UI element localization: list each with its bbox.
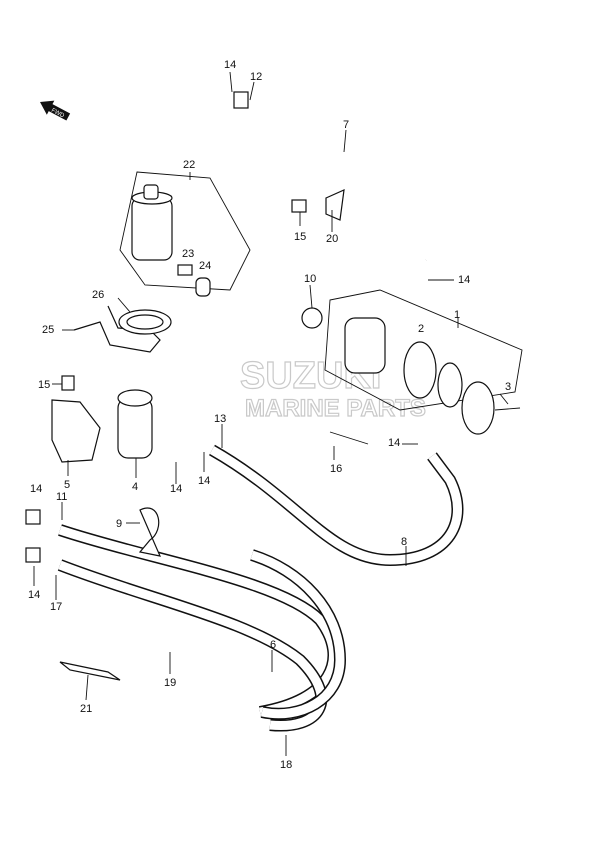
callout-16: 16 [330,463,342,475]
hose-7 [233,91,453,263]
callout-14: 14 [458,274,470,286]
callout-2: 2 [418,323,424,335]
callout-13: 13 [214,413,226,425]
callout-10: 10 [304,273,316,285]
watermark: SUZUKI MARINE PARTS [239,354,426,422]
callout-14: 14 [388,437,400,449]
leader-lines [33,71,509,756]
callout-14: 14 [224,59,236,71]
diaphragm-2 [403,341,437,399]
callout-17: 17 [50,601,62,613]
part-23 [177,264,193,276]
callout-14: 14 [28,589,40,601]
callout-14: 14 [30,483,42,495]
screw-3 [494,407,521,411]
hoses-lower [25,509,347,732]
callout-4: 4 [132,481,138,493]
filter-assembly-22 [119,171,251,297]
strap-21 [59,661,121,681]
clip-14-left-b [25,547,41,563]
callout-19: 19 [164,677,176,689]
callout-21: 21 [80,703,92,715]
callout-8: 8 [401,536,407,548]
clip-14-left-a [25,509,41,525]
fuel-filter-4 [51,375,153,463]
callout-23: 23 [182,248,194,260]
watermark-subtitle: MARINE PARTS [245,395,426,422]
callout-26: 26 [92,289,104,301]
part-24 [195,277,211,297]
hose-8 [209,444,464,567]
callout-18: 18 [280,759,292,771]
callout-24: 24 [199,260,211,272]
callout-22: 22 [183,159,195,171]
callout-20: 20 [326,233,338,245]
callout-14: 14 [170,483,182,495]
callout-11: 11 [56,491,67,503]
callout-labels: 14 12 7 22 15 20 10 14 23 24 26 1 25 2 1… [28,59,511,771]
screw-16 [329,431,369,445]
clip-9 [138,507,162,557]
callout-15: 15 [38,379,50,391]
clamp-20 [291,189,345,221]
callout-12: 12 [250,71,262,83]
callout-1: 1 [454,309,460,321]
callout-3: 3 [505,381,511,393]
fwd-arrow-icon: FWD [40,100,71,121]
o-ring-10 [301,307,323,329]
fuel-pump-1 [301,289,523,435]
callout-7: 7 [343,119,349,131]
callout-14: 14 [198,475,210,487]
bracket-25-26 [73,305,172,353]
callout-9: 9 [116,518,122,530]
callout-15: 15 [294,231,306,243]
callout-6: 6 [270,639,276,651]
callout-5: 5 [64,479,70,491]
clip-14-top [233,91,249,109]
callout-25: 25 [42,324,54,336]
